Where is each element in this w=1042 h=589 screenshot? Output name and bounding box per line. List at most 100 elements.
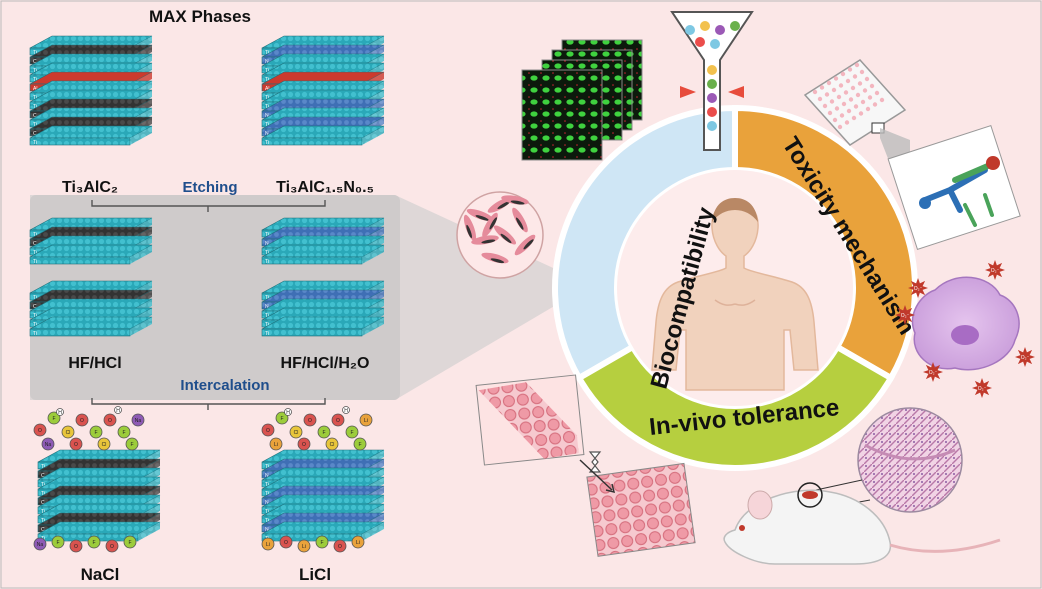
svg-text:Li: Li — [266, 542, 270, 548]
spindle-cell — [463, 214, 477, 242]
svg-text:F: F — [358, 442, 361, 448]
svg-text:H: H — [286, 410, 290, 416]
salt-b-label: LiCl — [299, 565, 331, 584]
well — [826, 80, 832, 86]
ion-icon: F — [353, 437, 367, 451]
ion-icon: Li — [359, 413, 373, 427]
svg-text:O: O — [284, 540, 288, 546]
well — [848, 97, 854, 102]
ion-icon: O — [103, 413, 117, 427]
ion-icon: Cl — [325, 437, 339, 451]
well — [854, 62, 860, 68]
ion-icon: F — [123, 535, 137, 549]
well — [867, 95, 873, 100]
ion-icon: O — [303, 413, 317, 427]
layer-letter: C — [41, 500, 45, 506]
layer-letter: Ti — [265, 295, 269, 301]
well — [817, 96, 823, 102]
well — [860, 99, 866, 105]
layer-letter: Ti — [41, 491, 45, 497]
well — [843, 90, 849, 95]
svg-text:F: F — [130, 442, 133, 448]
svg-text:F: F — [94, 430, 97, 436]
well — [845, 78, 851, 84]
well — [851, 115, 857, 121]
svg-text:F: F — [350, 430, 353, 436]
layer-letter: Ti — [265, 77, 269, 83]
well — [850, 85, 856, 91]
well — [864, 76, 870, 82]
spindle-cell — [493, 225, 517, 245]
ros-burst-icon: O₂⁻ — [895, 305, 915, 325]
svg-text:O₂⁻: O₂⁻ — [1021, 355, 1030, 361]
layer-letter: Ti — [41, 518, 45, 524]
well — [853, 104, 859, 109]
well — [839, 113, 845, 118]
layer-letter: Ti — [265, 104, 269, 110]
well — [855, 92, 861, 98]
ion-icon: Li — [297, 539, 311, 553]
ros-burst-icon: O₂⁻O₂⁻O₂⁻O₂⁻O₂⁻O₂⁻ — [895, 260, 1035, 398]
hourglass-icon — [579, 451, 616, 494]
ion-icon: F — [51, 535, 65, 549]
svg-text:O: O — [74, 544, 78, 550]
svg-text:H: H — [58, 410, 62, 416]
well — [841, 101, 847, 107]
well — [827, 110, 833, 116]
svg-text:O₂⁻: O₂⁻ — [914, 286, 923, 292]
layer-letter: Al — [265, 86, 269, 92]
well — [847, 67, 853, 72]
ion-icon: H — [114, 406, 122, 414]
svg-text:F: F — [122, 430, 125, 436]
well — [829, 99, 835, 104]
ros-burst-icon: O₂⁻ — [985, 260, 1005, 280]
mouse-icon — [723, 482, 1001, 565]
layer-letter: Ti — [33, 313, 37, 319]
svg-text:Cl: Cl — [66, 430, 71, 436]
ion-icon: Cl — [97, 437, 111, 451]
svg-text:Cl: Cl — [330, 442, 335, 448]
ion-icon: Li — [269, 437, 283, 451]
layer-letter: Ti — [265, 122, 269, 128]
layer-letter: Ti — [265, 322, 269, 328]
well — [838, 83, 844, 88]
spindle-cell — [471, 235, 499, 245]
etch-a-label: HF/HCl — [68, 355, 121, 372]
layer-letter: Ti — [265, 518, 269, 524]
well — [832, 117, 838, 123]
ion-icon: H — [56, 408, 64, 416]
well — [834, 106, 840, 111]
layer-letter: Ti — [33, 259, 37, 265]
ion-icon: Li — [351, 535, 365, 549]
crystal-layer: Ti — [261, 521, 385, 542]
ion-icon: O — [105, 539, 119, 553]
layer-letter: Ti — [265, 509, 269, 515]
layer-letter: N — [265, 500, 269, 506]
layer-letter: Ti — [33, 122, 37, 128]
etching-step-label: Etching — [183, 179, 238, 196]
layer-letter: Ti — [265, 250, 269, 256]
etching-bracket — [91, 200, 326, 212]
crystal-layer: Ti — [261, 125, 385, 146]
crystal-layer: Ti — [29, 316, 153, 337]
ion-icon: F — [89, 425, 103, 439]
ion-icon: H — [342, 406, 350, 414]
svg-text:F: F — [56, 540, 59, 546]
layer-letter: Ti — [265, 140, 269, 146]
layer-letter: C — [33, 241, 37, 247]
well — [836, 94, 842, 100]
layer-letter: Ti — [41, 509, 45, 515]
ion-icon: O — [279, 535, 293, 549]
ion-icon: F — [125, 437, 139, 451]
svg-text:Li: Li — [364, 418, 368, 424]
max-phases-heading: MAX Phases — [149, 7, 251, 26]
etch-b-label: HF/HCl/H₂O — [281, 355, 370, 372]
well — [879, 97, 885, 103]
ros-burst-icon: O₂⁻ — [1015, 347, 1035, 367]
tissue-slide-icon — [475, 374, 696, 557]
svg-text:F: F — [320, 540, 323, 546]
ion-icon: O — [261, 423, 275, 437]
